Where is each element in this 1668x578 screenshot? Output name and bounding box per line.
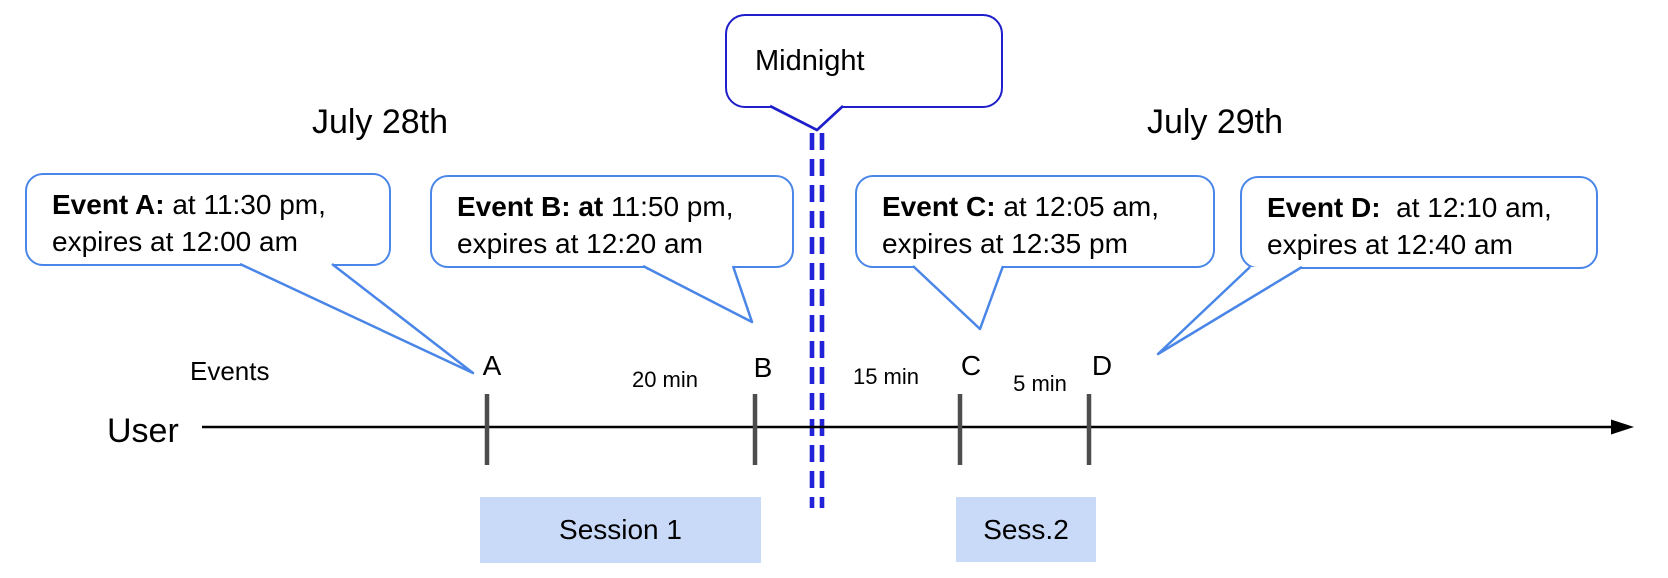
event-b-callout: Event B: at 11:50 pm, expires at 12:20 a… bbox=[430, 175, 794, 268]
gap-label-5min: 5 min bbox=[1013, 371, 1067, 396]
midnight-callout: Midnight bbox=[725, 14, 1003, 108]
gap-label-20min: 20 min bbox=[631, 367, 699, 392]
session-2-bar: Sess.2 bbox=[956, 497, 1096, 562]
event-c-callout: Event C: at 12:05 am, expires at 12:35 p… bbox=[855, 175, 1215, 268]
tick-label-a: A bbox=[482, 350, 502, 381]
tick-label-c: C bbox=[960, 350, 982, 381]
user-axis-label: User bbox=[107, 412, 179, 450]
session-1-bar: Session 1 bbox=[480, 497, 761, 563]
session-1-label: Session 1 bbox=[559, 514, 682, 545]
tick-label-d: D bbox=[1091, 350, 1113, 381]
event-c-callout-tail bbox=[912, 265, 1005, 331]
midnight-callout-tail bbox=[769, 104, 844, 132]
timeline-arrowhead-icon bbox=[1611, 419, 1634, 435]
day-title-july-29: July 29th bbox=[1146, 103, 1284, 141]
event-d-line1: Event D: at 12:10 am, bbox=[1267, 192, 1552, 223]
midnight-label: Midnight bbox=[755, 44, 865, 77]
session-2-label: Sess.2 bbox=[983, 513, 1069, 545]
event-d-callout-tail bbox=[1156, 265, 1303, 356]
event-a-line1: Event A: at 11:30 pm, bbox=[52, 189, 326, 220]
event-d-callout: Event D: at 12:10 am, expires at 12:40 a… bbox=[1240, 176, 1598, 269]
event-c-line2: expires at 12:35 pm bbox=[882, 228, 1128, 259]
event-b-callout-tail bbox=[642, 264, 754, 324]
event-b-line2: expires at 12:20 am bbox=[457, 228, 703, 259]
event-c-line1: Event C: at 12:05 am, bbox=[882, 191, 1160, 222]
gap-label-15min: 15 min bbox=[852, 364, 920, 389]
event-b-line1: Event B: at 11:50 pm, bbox=[457, 191, 734, 222]
event-d-line2: expires at 12:40 am bbox=[1267, 229, 1513, 260]
event-a-line2: expires at 12:00 am bbox=[52, 226, 298, 257]
day-title-july-28: July 28th bbox=[311, 103, 449, 141]
tick-label-b: B bbox=[753, 352, 773, 383]
event-a-callout: Event A: at 11:30 pm, expires at 12:00 a… bbox=[25, 173, 391, 266]
event-a-callout-tail bbox=[239, 262, 475, 375]
events-axis-label: Events bbox=[190, 356, 270, 386]
